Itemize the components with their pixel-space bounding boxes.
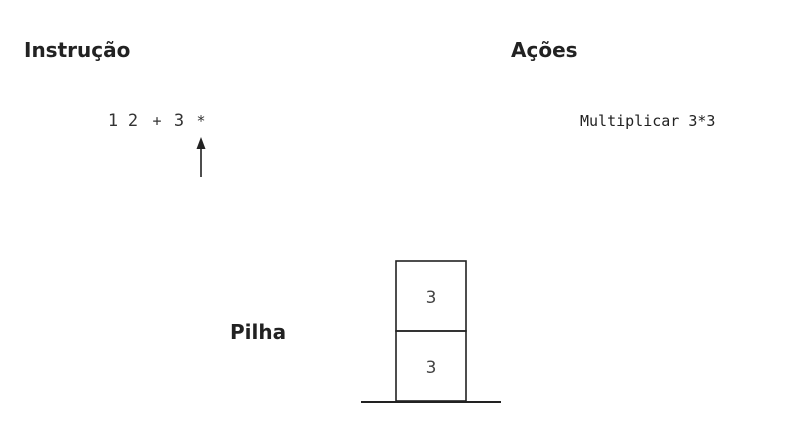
action-expression: 3*3 (688, 112, 716, 130)
actions-heading: Ações (511, 38, 578, 62)
token-1: 2 (127, 111, 139, 131)
token-2: + (152, 112, 162, 130)
token-4: * (196, 112, 206, 130)
token-3: 3 (173, 111, 185, 131)
stack-item-top: 3 (426, 288, 437, 308)
stack-heading: Pilha (230, 320, 287, 344)
pointer-arrow-icon (196, 137, 206, 177)
instruction-heading: Instrução (24, 38, 131, 62)
current-action: Multiplicar 3*3 (580, 110, 715, 132)
token-0: 1 (107, 111, 119, 131)
action-verb: Multiplicar (580, 112, 680, 130)
stack-item-bottom: 3 (426, 358, 437, 378)
